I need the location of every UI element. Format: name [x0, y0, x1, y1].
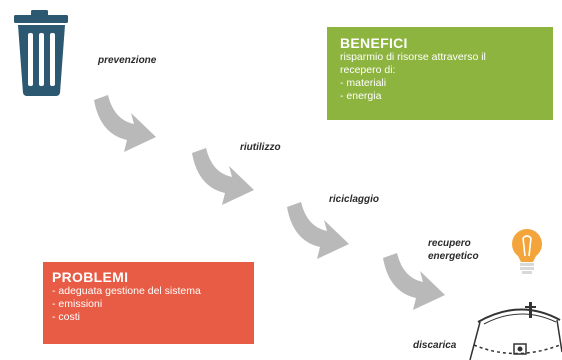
stage-label-discarica: discarica [413, 340, 457, 351]
stage-label-recupero-line1: recupero [428, 238, 471, 249]
stage-label-riciclaggio: riciclaggio [329, 194, 380, 205]
problemi-title: PROBLEMI [52, 269, 129, 285]
arrow-riciclaggio-recupero [287, 202, 349, 259]
problemi-line: - costi [52, 311, 81, 323]
benefici-line: recepero di: [340, 64, 396, 76]
stage-label-recupero: recupero energetico [428, 237, 479, 263]
stage-label-prevenzione: prevenzione [98, 55, 157, 66]
arrow-riutilizzo-riciclaggio [192, 148, 254, 205]
benefici-line: risparmio di risorse attraverso il [340, 51, 486, 63]
problemi-box: PROBLEMI - adeguata gestione del sistema… [43, 262, 254, 344]
benefici-line: - energia [340, 90, 382, 102]
problemi-line: - adeguata gestione del sistema [52, 285, 201, 297]
benefici-title: BENEFICI [340, 35, 408, 51]
arrow-prevenzione-riutilizzo [94, 95, 156, 152]
benefici-line: - materiali [340, 77, 387, 89]
benefici-box: BENEFICI risparmio di risorse attraverso… [327, 27, 553, 120]
problemi-line: - emissioni [52, 298, 103, 310]
stage-label-riutilizzo: riutilizzo [240, 142, 281, 153]
stage-label-recupero-line2: energetico [428, 251, 479, 262]
